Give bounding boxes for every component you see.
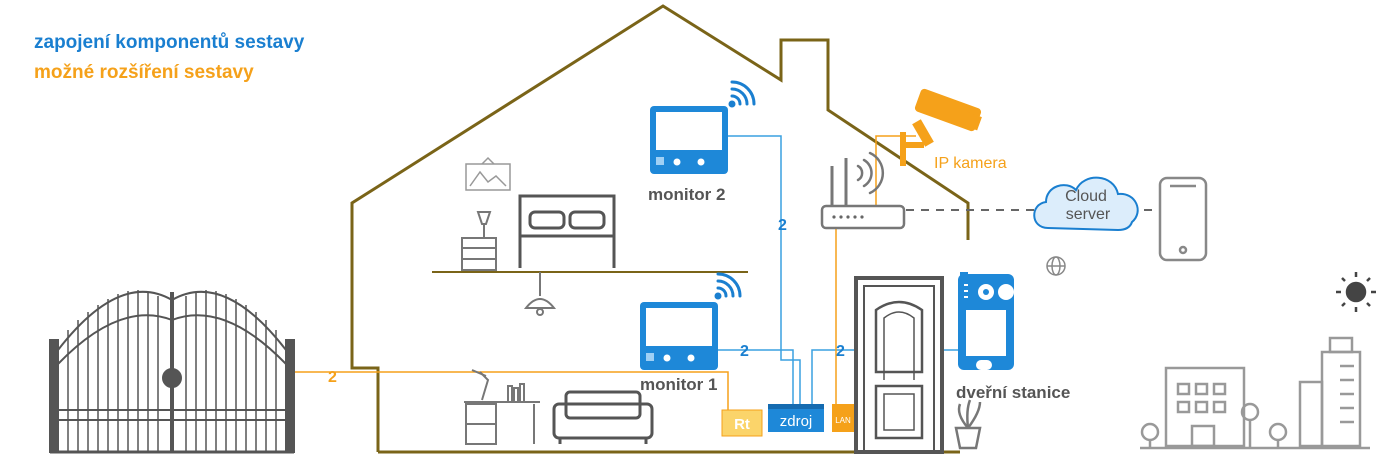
nightstand-icon (461, 211, 497, 271)
lan-label: LAN (835, 416, 851, 425)
router-icon (820, 151, 906, 230)
picture-frame-icon (465, 156, 511, 191)
power-supply-label: zdroj (780, 413, 813, 430)
wire-count-gate: 2 (328, 369, 337, 386)
monitor-1 (640, 302, 718, 370)
sofa-icon (552, 390, 654, 444)
monitor-1-label: monitor 1 (640, 375, 717, 394)
sun-icon (1336, 272, 1376, 312)
desk-icon (464, 369, 540, 445)
relay-box: Rt (721, 409, 763, 437)
wifi-icon (728, 80, 756, 108)
cloud-label-line1: Cloud (1065, 188, 1107, 205)
legend-extensions: možné rozšíření sestavy (34, 62, 254, 83)
smartphone-icon (1158, 176, 1208, 262)
cloud-icon (1033, 176, 1139, 232)
legend-components: zapojení komponentů sestavy (34, 32, 305, 53)
bed-icon (518, 194, 616, 268)
door-station (958, 272, 1014, 370)
power-supply: zdroj (768, 404, 824, 432)
lan-box: LAN (832, 404, 854, 432)
ip-camera-label: IP kamera (934, 155, 1007, 172)
relay-label: Rt (734, 416, 750, 433)
gate-icon (49, 290, 295, 454)
cloud-label-line2: server (1066, 206, 1111, 223)
wifi-icon (714, 272, 742, 300)
globe-icon (1046, 256, 1066, 276)
city-buildings-icon (1140, 336, 1370, 450)
wire-count-door-station: 2 (836, 343, 845, 360)
wire-count-monitor1: 2 (740, 343, 749, 360)
door-icon (854, 276, 944, 454)
wire-count-monitor2: 2 (778, 217, 787, 234)
monitor-2 (650, 106, 728, 174)
door-station-label: dveřní stanice (956, 383, 1070, 402)
ceiling-lamp-icon (523, 272, 557, 316)
monitor-2-label: monitor 2 (648, 185, 725, 204)
ip-camera-icon (900, 88, 982, 166)
potted-plant-icon (954, 399, 982, 450)
